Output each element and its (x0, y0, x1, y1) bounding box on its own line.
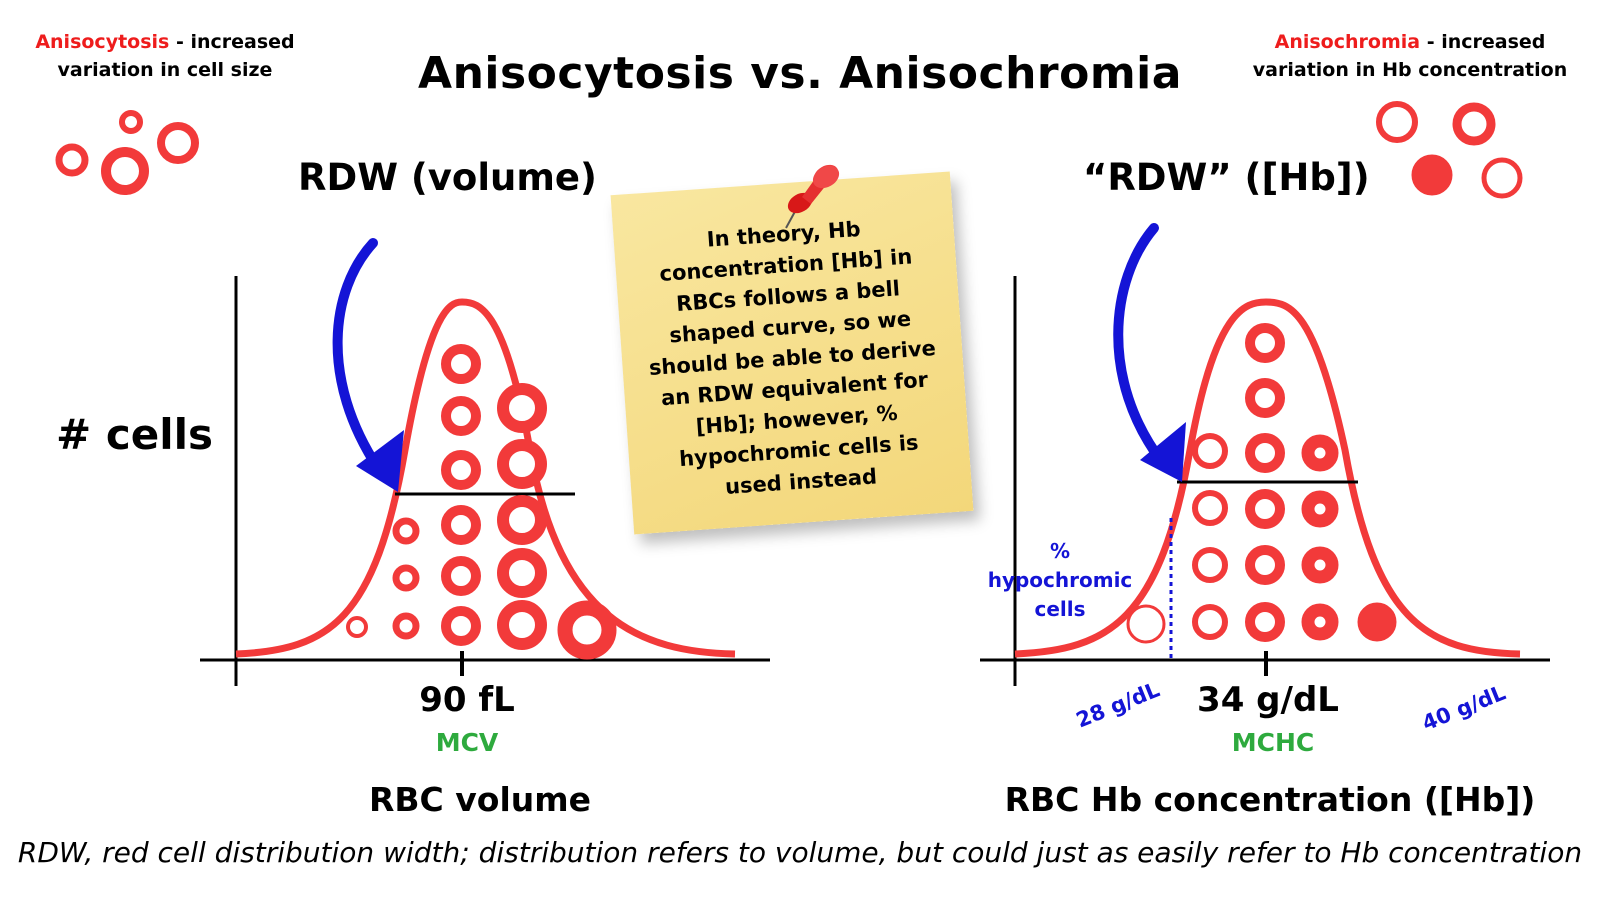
left-chart (200, 238, 770, 686)
anisochromia-rest: - increased (1420, 31, 1546, 53)
anisocytosis-line2: variation in cell size (57, 59, 273, 81)
left-rdw-heading: RDW (volume) (298, 156, 597, 199)
page-title: Anisocytosis vs. Anisochromia (418, 48, 1182, 99)
right-chart (980, 223, 1550, 686)
left-arrow-icon (332, 238, 383, 473)
left-tick-label: 90 fL (419, 680, 515, 720)
right-tick-label: 34 g/dL (1197, 680, 1339, 720)
hypochromic-label-line2: cells (1034, 597, 1086, 621)
y-axis-label: # cells (56, 410, 213, 459)
left-x-label: RBC volume (368, 780, 592, 819)
hypochromic-label: % hypochromic cells (975, 537, 1145, 624)
sticky-note: In theory, Hb concentration [Hb] in RBCs… (610, 171, 974, 535)
anisocytosis-term: Anisocytosis (35, 31, 170, 53)
anisochromia-term: Anisochromia (1274, 31, 1421, 53)
left-cells (346, 344, 617, 660)
right-rdw-heading: “RDW” ([Hb]) (1083, 156, 1370, 199)
right-x-label: RBC Hb concentration ([Hb]) (1004, 780, 1536, 819)
left-bell-curve (235, 298, 736, 658)
right-arrow-icon (1113, 223, 1167, 467)
left-index-label: MCV (435, 728, 499, 757)
footnote-caption: RDW, red cell distribution width; distri… (17, 836, 1583, 869)
right-index-label: MCHC (1231, 728, 1315, 757)
anisocytosis-cells-icon (55, 110, 199, 195)
anisocytosis-rest: - increased (169, 31, 295, 53)
anisochromia-line2: variation in Hb concentration (1252, 59, 1568, 81)
hypochromic-label-line1: % hypochromic (987, 539, 1133, 592)
left-arrowhead-icon (356, 430, 404, 492)
anisochromia-cells-icon (1376, 101, 1523, 199)
right-cells (1126, 323, 1397, 644)
note-text: In theory, Hb concentration [Hb] in RBCs… (648, 216, 937, 499)
anisochromia-definition: Anisochromia - increased variation in Hb… (1230, 28, 1590, 84)
anisocytosis-definition: Anisocytosis - increased variation in ce… (20, 28, 310, 84)
right-bell-curve (1014, 298, 1521, 658)
right-arrowhead-icon (1140, 422, 1186, 482)
